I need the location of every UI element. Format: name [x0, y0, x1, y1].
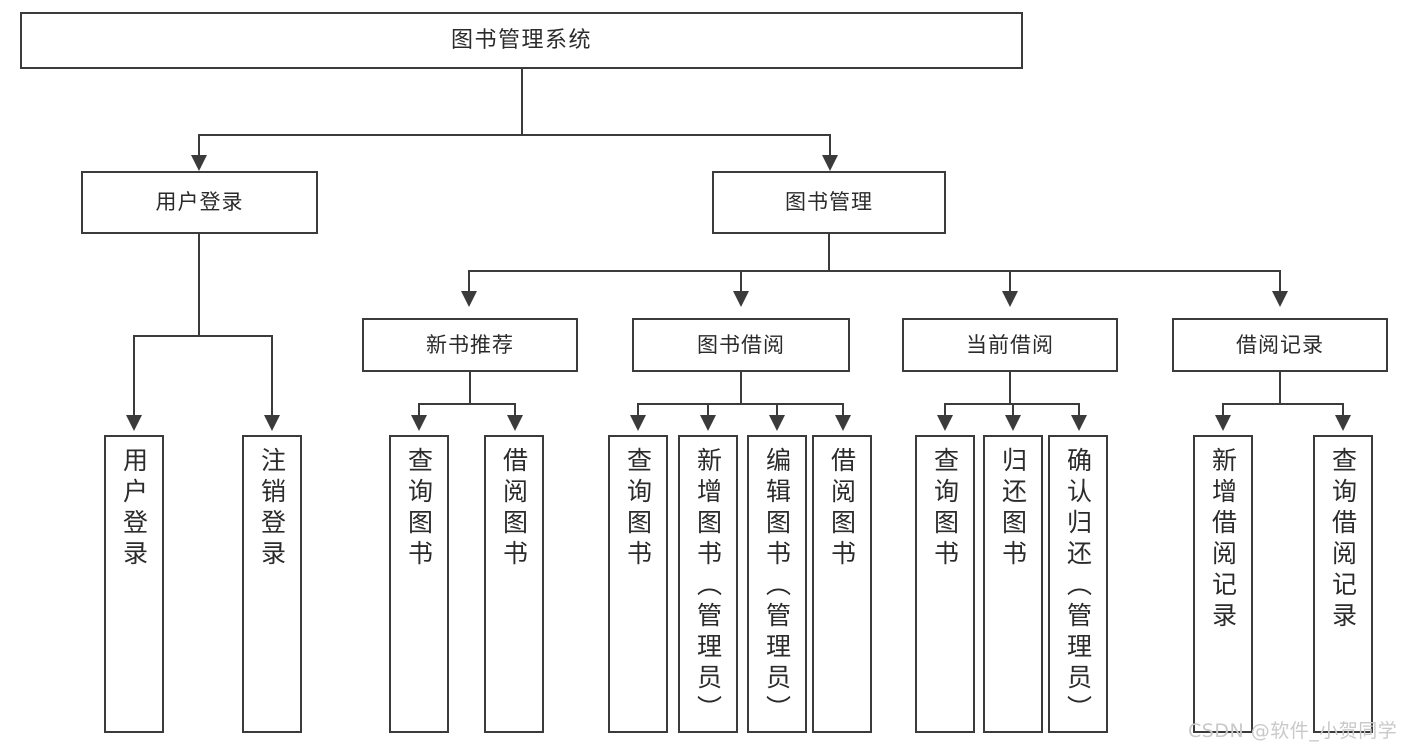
leaf-label: 用户登录	[119, 447, 149, 571]
connector-drop-leaf-currentborrow-1	[1012, 403, 1014, 417]
connector-drop-leaf-currentborrow-0	[944, 403, 946, 417]
leaf-label: 借阅图书	[827, 447, 857, 571]
connector-book-mgmt-bar	[468, 270, 1280, 272]
leaf-bookborrow-query-book[interactable]: 查询图书	[608, 435, 668, 733]
connector-book-borrow-stem	[740, 372, 742, 404]
node-book-borrow[interactable]: 图书借阅	[632, 318, 850, 372]
arrowhead-leaf-bookborrow-0	[630, 415, 646, 431]
connector-current-borrow-stem	[1009, 372, 1011, 404]
arrowhead-leaf-newbook-0	[411, 415, 427, 431]
connector-drop-leaf-user-login-0	[133, 335, 135, 417]
arrowhead-leaf-records-1	[1335, 415, 1351, 431]
leaf-records-add-record[interactable]: 新增借阅记录	[1193, 435, 1253, 733]
leaf-currentborrow-query-book[interactable]: 查询图书	[915, 435, 975, 733]
leaf-label: 借阅图书	[499, 447, 529, 571]
node-label: 图书借阅	[697, 332, 785, 357]
node-label: 当前借阅	[966, 332, 1054, 357]
connector-drop-book-borrow	[740, 270, 742, 293]
arrowhead-leaf-records-0	[1215, 415, 1231, 431]
leaf-label: 新增借阅记录	[1208, 447, 1238, 633]
arrowhead-user-login	[191, 155, 207, 171]
arrowhead-book-mgmt	[822, 155, 838, 171]
arrowhead-leaf-bookborrow-3	[835, 415, 851, 431]
connector-new-book-stem	[469, 372, 471, 404]
leaf-bookborrow-edit-book-admin[interactable]: 编辑图书（管理员）	[747, 435, 807, 733]
leaf-bookborrow-borrow-book[interactable]: 借阅图书	[812, 435, 872, 733]
connector-borrow-records-stem	[1279, 372, 1281, 404]
arrowhead-leaf-user-login-1	[264, 415, 280, 431]
connector-drop-new-book	[468, 270, 470, 293]
node-root-system[interactable]: 图书管理系统	[20, 12, 1023, 69]
node-label: 新书推荐	[426, 332, 514, 357]
csdn-watermark: CSDN @软件_小贺同学	[1188, 720, 1398, 742]
arrowhead-borrow-records	[1272, 291, 1288, 307]
arrowhead-leaf-currentborrow-2	[1071, 415, 1087, 431]
leaf-newbook-borrow-book[interactable]: 借阅图书	[484, 435, 544, 733]
node-label: 借阅记录	[1236, 332, 1324, 357]
connector-drop-leaf-newbook-1	[514, 403, 516, 417]
node-borrow-records[interactable]: 借阅记录	[1172, 318, 1388, 372]
arrowhead-leaf-newbook-1	[507, 415, 523, 431]
leaf-label: 确认归还（管理员）	[1063, 447, 1093, 726]
leaf-label: 归还图书	[998, 447, 1028, 571]
connector-root-bar	[198, 134, 830, 136]
arrowhead-new-book	[461, 291, 477, 307]
connector-new-book-bar	[418, 403, 516, 405]
connector-drop-leaf-records-1	[1342, 403, 1344, 417]
leaf-currentborrow-confirm-return-admin[interactable]: 确认归还（管理员）	[1048, 435, 1108, 733]
connector-root-stem	[521, 69, 523, 135]
leaf-newbook-query-book[interactable]: 查询图书	[389, 435, 449, 733]
node-label: 图书管理系统	[450, 27, 592, 53]
leaf-user-login-login[interactable]: 用户登录	[104, 435, 164, 733]
leaf-bookborrow-add-book-admin[interactable]: 新增图书（管理员）	[678, 435, 738, 733]
connector-drop-user-login	[198, 134, 200, 157]
node-new-book-recommend[interactable]: 新书推荐	[362, 318, 578, 372]
arrowhead-book-borrow	[733, 291, 749, 307]
leaf-label: 新增图书（管理员）	[693, 447, 723, 726]
connector-drop-leaf-bookborrow-2	[776, 403, 778, 417]
node-book-management[interactable]: 图书管理	[712, 171, 946, 234]
arrowhead-leaf-bookborrow-1	[700, 415, 716, 431]
arrowhead-leaf-user-login-0	[126, 415, 142, 431]
arrowhead-leaf-currentborrow-0	[937, 415, 953, 431]
leaf-label: 查询图书	[404, 447, 434, 571]
leaf-label: 编辑图书（管理员）	[762, 447, 792, 726]
node-label: 用户登录	[155, 190, 244, 215]
leaf-label: 查询图书	[930, 447, 960, 571]
connector-drop-leaf-bookborrow-1	[707, 403, 709, 417]
node-current-borrow[interactable]: 当前借阅	[902, 318, 1118, 372]
connector-user-login-stem	[198, 234, 200, 336]
connector-drop-leaf-records-0	[1222, 403, 1224, 417]
connector-drop-leaf-user-login-1	[271, 335, 273, 417]
connector-current-borrow-bar	[944, 403, 1078, 405]
leaf-records-query-record[interactable]: 查询借阅记录	[1313, 435, 1373, 733]
leaf-label: 注销登录	[257, 447, 287, 571]
connector-drop-leaf-currentborrow-2	[1078, 403, 1080, 417]
node-label: 图书管理	[785, 190, 873, 215]
leaf-currentborrow-return-book[interactable]: 归还图书	[983, 435, 1043, 733]
connector-user-login-bar	[133, 335, 273, 337]
connector-borrow-records-bar	[1222, 403, 1342, 405]
connector-drop-borrow-records	[1279, 270, 1281, 293]
arrowhead-leaf-bookborrow-2	[769, 415, 785, 431]
arrowhead-current-borrow	[1002, 291, 1018, 307]
connector-drop-leaf-bookborrow-0	[637, 403, 639, 417]
leaf-user-login-logout[interactable]: 注销登录	[242, 435, 302, 733]
leaf-label: 查询借阅记录	[1328, 447, 1358, 633]
connector-book-borrow-bar	[637, 403, 843, 405]
node-user-login[interactable]: 用户登录	[81, 171, 318, 234]
leaf-label: 查询图书	[623, 447, 653, 571]
connector-book-mgmt-stem	[828, 234, 830, 271]
connector-drop-book-mgmt	[829, 134, 831, 157]
connector-drop-leaf-newbook-0	[418, 403, 420, 417]
arrowhead-leaf-currentborrow-1	[1005, 415, 1021, 431]
connector-drop-current-borrow	[1009, 270, 1011, 293]
connector-drop-leaf-bookborrow-3	[842, 403, 844, 417]
